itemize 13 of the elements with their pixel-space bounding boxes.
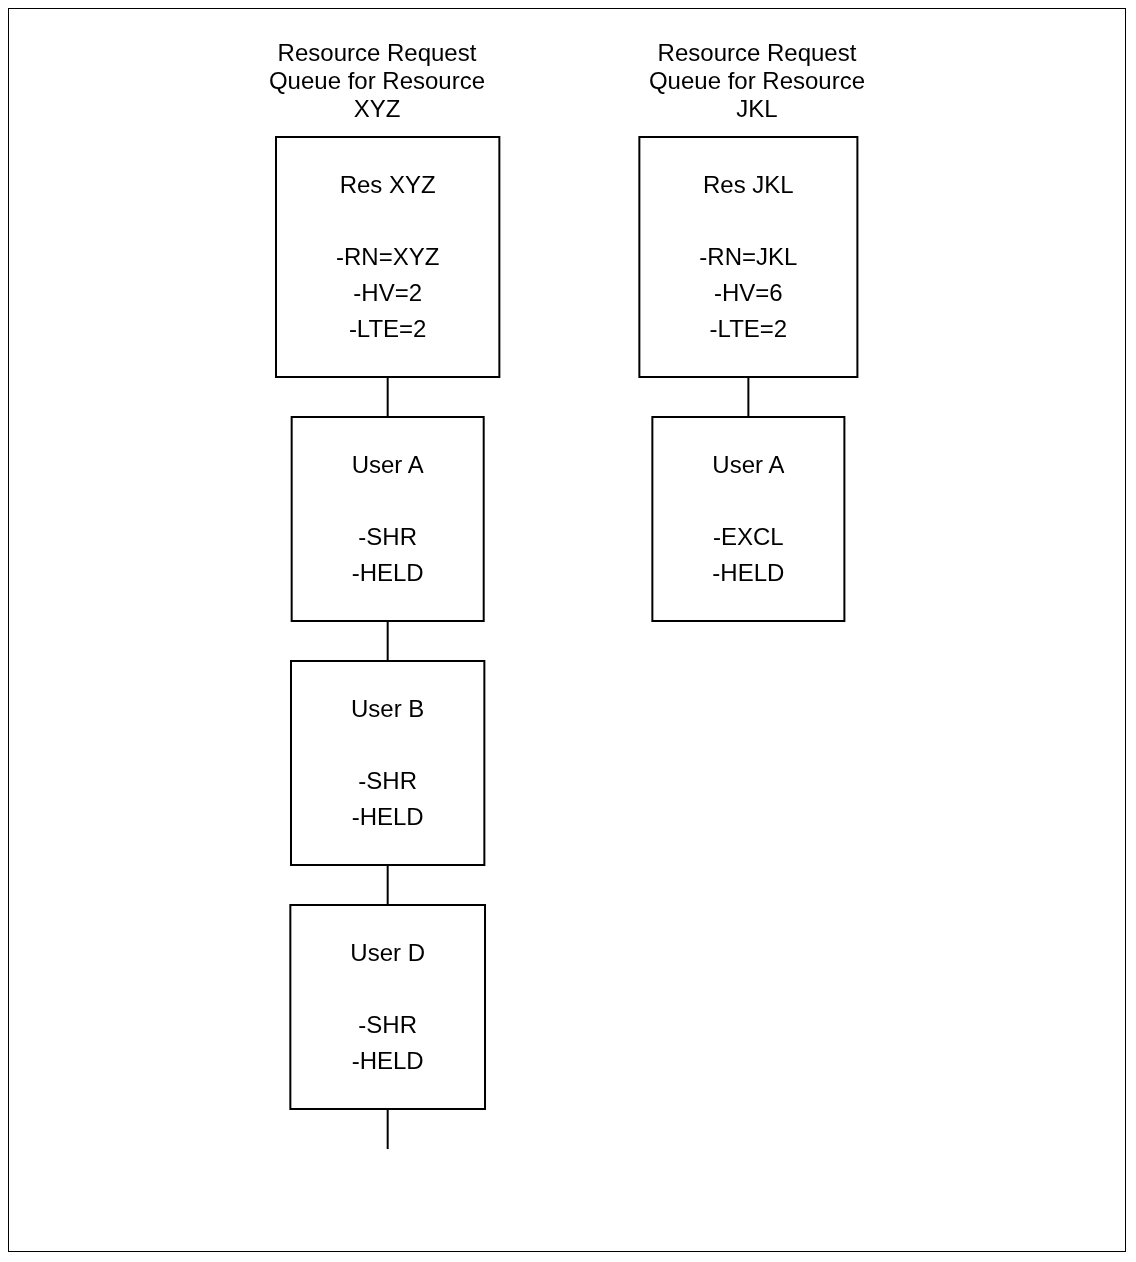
connector [387, 620, 389, 662]
node-box: User A -SHR -HELD [290, 416, 485, 622]
node-box: Res XYZ -RN=XYZ -HV=2 -LTE=2 [275, 136, 501, 378]
node-box: User D -SHR -HELD [289, 904, 487, 1110]
node-box: User B -SHR -HELD [290, 660, 486, 866]
column-heading: Resource Request Queue for Resource XYZ [267, 39, 487, 123]
connector [387, 864, 389, 906]
connector [387, 1108, 389, 1150]
node-box: Res JKL -RN=JKL -HV=6 -LTE=2 [638, 136, 859, 378]
node-box: User A -EXCL -HELD [651, 416, 846, 622]
connector [387, 376, 389, 418]
connector [747, 376, 750, 418]
column-heading: Resource Request Queue for Resource JKL [647, 39, 867, 123]
